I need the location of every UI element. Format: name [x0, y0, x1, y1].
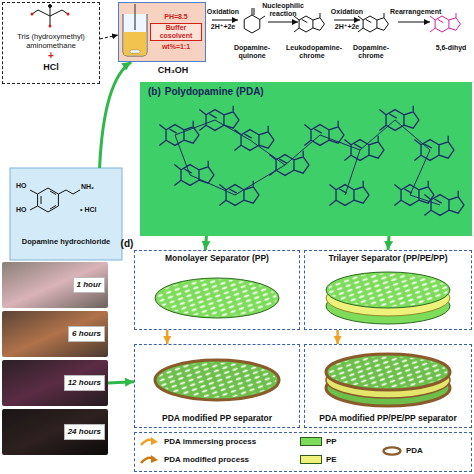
buffer-fill [118, 2, 206, 62]
polymer-panel: (b) Polydopamine (PDA) [140, 82, 472, 236]
node-text: Monolayer Separator (PP) [138, 254, 296, 264]
node-text: NH₂ [81, 183, 94, 191]
photo-4 [2, 409, 108, 455]
node-text: HCl [43, 62, 59, 72]
node-text: PH=8.5 [164, 13, 188, 21]
legend-item: PDA [382, 446, 423, 456]
reaction-label: Oxidation [330, 8, 364, 16]
photo-2 [2, 311, 108, 357]
reaction-label: Rearrangement [390, 8, 436, 16]
flow-arrow [100, 35, 118, 39]
photo-panel: 1 hour [2, 262, 108, 308]
node-text: (b) [148, 86, 161, 98]
legend-item: PDA modified process [140, 455, 249, 465]
node-text: HO [16, 206, 27, 214]
flow-arrow [336, 330, 339, 344]
node-text: Polydopamine (PDA) [165, 86, 264, 98]
legend-text: PDA [406, 446, 423, 455]
reaction-label: 2H⁺+2e [330, 23, 364, 31]
flow-arrow [100, 62, 132, 168]
legend-item: PDA immersing process [140, 437, 256, 447]
reaction-label: 2H⁺+2e [206, 23, 240, 31]
node-text: Trilayer Separator (PP/PE/PP) [308, 254, 468, 264]
node-text: PDA modified PP/PE/PP separator [308, 414, 468, 424]
separator-box: PDA modified PP separator [134, 344, 300, 428]
photo-1 [2, 262, 108, 308]
trilayer-disk [326, 272, 450, 324]
pda-pp-disk [155, 360, 279, 400]
node-text: 1 hour [73, 277, 105, 292]
node-text: • HCl [80, 206, 96, 214]
node-text: + [48, 51, 54, 61]
reaction-label: Nucleophilic reaction [262, 2, 304, 17]
dopamine-structure [30, 188, 80, 212]
compound-label: Leukodopamine-chrome [286, 44, 338, 59]
node-text: 6 hours [68, 326, 105, 341]
buffer-box: PH=8.5Buffer cosolvent wt%=1:1 [118, 2, 206, 62]
legend-item: PE [300, 455, 337, 464]
solvent-label: CH₃OH [140, 66, 206, 76]
photo-3 [2, 360, 108, 406]
legend-sample [140, 455, 160, 465]
photo-panel: 24 hours [2, 409, 108, 455]
beaker-icon [123, 4, 147, 56]
legend-text: PP [326, 437, 337, 446]
reagent-box: Tris (hydroxymethyl) aminomethane+HCl [2, 2, 100, 84]
flow-arrow [108, 382, 134, 383]
compound-label: 5,6-dihyd [430, 44, 472, 52]
pp-disk [155, 278, 279, 318]
legend-swatch [300, 437, 322, 446]
legend-text: PDA immersing process [164, 437, 256, 446]
legend-sample [382, 446, 402, 456]
separator-box: Monolayer Separator (PP) [134, 250, 300, 330]
monomer-box: HO HO NH₂ • HClDopamine hydrochloride [10, 168, 122, 260]
pda-trilayer-disk [326, 354, 450, 406]
node-text: 24 hours [64, 424, 105, 439]
node-text: Tris (hydroxymethyl) aminomethane [6, 33, 96, 50]
flow-arrow [166, 330, 169, 344]
node-text: HO [16, 182, 27, 190]
node-text: 12 hours [64, 375, 105, 390]
compound-label: Dopamine-chrome [346, 44, 396, 59]
monomer-fill [10, 168, 122, 260]
node-text: wt%=1:1 [162, 43, 190, 51]
legend-text: PDA modified process [164, 455, 249, 464]
compound-label: Dopamine-quinone [224, 44, 280, 59]
reaction-label: Oxidation [206, 8, 240, 16]
pda-panel-fill [140, 82, 472, 236]
legend-swatch [300, 455, 322, 464]
legend-item: PP [300, 437, 337, 446]
separator-box: Trilayer Separator (PP/PE/PP) [304, 250, 472, 330]
node-text: PDA modified PP separator [138, 414, 296, 424]
polydopamine-structure [159, 106, 464, 216]
flow-arrow [388, 236, 389, 250]
legend-text: PE [326, 455, 337, 464]
panel-letter: (d) [120, 238, 134, 249]
separator-box: PDA modified PP/PE/PP separator [304, 344, 472, 428]
legend-sample [140, 437, 160, 447]
node-text: Dopamine hydrochloride [14, 238, 118, 247]
photo-panel: 6 hours [2, 311, 108, 357]
tris-structure [31, 5, 70, 28]
photo-panel: 12 hours [2, 360, 108, 406]
node-text: Buffer cosolvent [150, 23, 202, 41]
flow-arrow [205, 236, 206, 250]
